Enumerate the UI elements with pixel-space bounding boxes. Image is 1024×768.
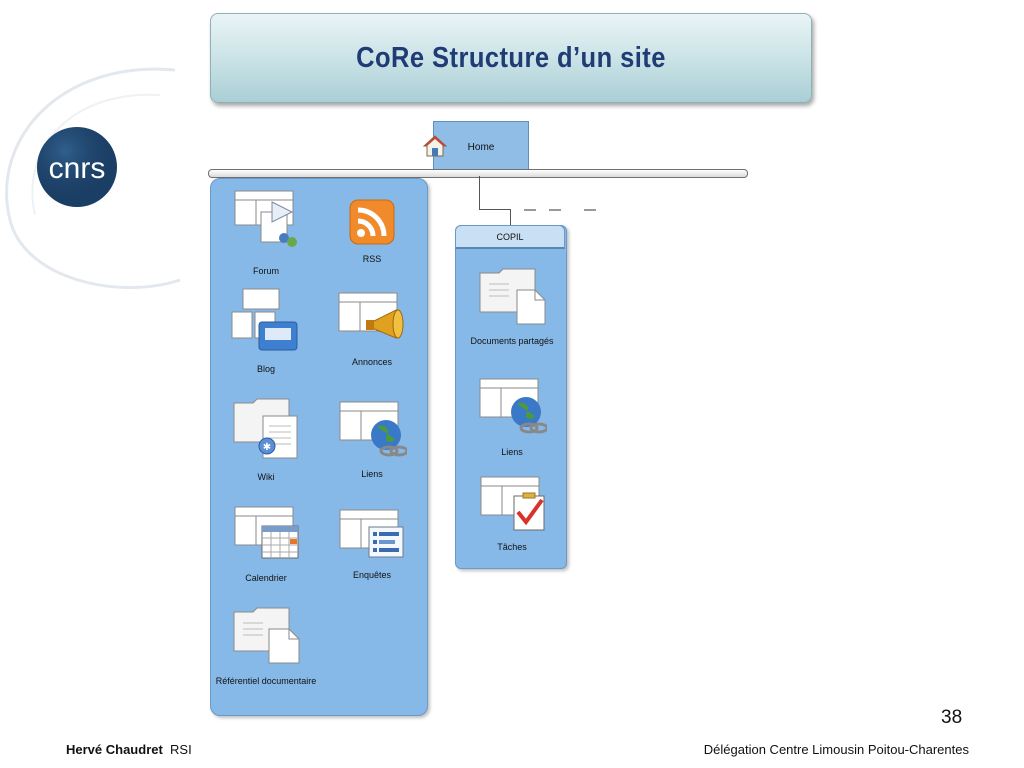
rss-label: RSS: [362, 254, 382, 264]
calendar-label: Calendrier: [245, 573, 287, 583]
rss-icon: [349, 199, 395, 245]
copil-header[interactable]: COPIL: [455, 225, 565, 249]
forum-label: Forum: [252, 266, 279, 276]
connector-line: [510, 209, 511, 225]
home-node[interactable]: Home: [433, 121, 529, 171]
footer-author: Hervé Chaudret RSI: [66, 742, 192, 757]
cnrs-logo: cnrs: [37, 127, 117, 207]
author-role: RSI: [170, 742, 192, 757]
connector-line: [479, 176, 480, 210]
announcements-tile[interactable]: [338, 292, 408, 353]
blog-icon: [231, 288, 298, 351]
copil-title: COPIL: [496, 232, 524, 242]
home-icon: [423, 135, 447, 157]
forum-tile[interactable]: [234, 190, 300, 261]
announcements-label: Annonces: [351, 357, 393, 367]
wiki-tile[interactable]: ✱: [233, 398, 301, 467]
rss-tile[interactable]: [349, 199, 395, 250]
decorative-swoosh: [5, 67, 181, 289]
author-name: Hervé Chaudret: [66, 742, 163, 757]
calendar-icon: [234, 506, 299, 559]
tasks-label: Tâches: [497, 542, 527, 552]
shared-documents-icon: [479, 268, 546, 325]
document-library-icon: [233, 607, 300, 664]
copil-links-tile[interactable]: [479, 378, 549, 441]
footer-organization: Délégation Centre Limousin Poitou-Charen…: [703, 742, 969, 757]
survey-tile[interactable]: [339, 509, 407, 564]
shared-documents-tile[interactable]: [479, 268, 549, 333]
forum-icon: [234, 190, 297, 247]
links-tile[interactable]: [339, 401, 409, 464]
blog-tile[interactable]: [231, 288, 301, 361]
calendar-tile[interactable]: [234, 506, 302, 565]
svg-text:✱: ✱: [263, 442, 271, 453]
connector-dash: [584, 209, 596, 211]
survey-label: Enquêtes: [352, 570, 392, 580]
links-label: Liens: [361, 469, 383, 479]
connector-bar: [208, 169, 748, 178]
document-library-label: Référentiel documentaire: [215, 676, 317, 686]
logo-text: cnrs: [49, 152, 106, 185]
connector-dash: [524, 209, 536, 211]
shared-documents-label: Documents partagés: [470, 336, 554, 346]
home-label: Home: [467, 142, 495, 153]
page-title: CoRe Structure d’un site: [356, 41, 666, 74]
connector-line: [479, 209, 511, 210]
title-banner: CoRe Structure d’un site: [210, 13, 812, 103]
announcements-icon: [338, 292, 404, 339]
links-icon: [479, 378, 549, 434]
tasks-tile[interactable]: [480, 476, 548, 539]
copil-links-label: Liens: [501, 447, 523, 457]
tasks-icon: [480, 476, 545, 531]
wiki-icon: ✱: [233, 398, 298, 459]
wiki-label: Wiki: [257, 472, 275, 482]
blog-label: Blog: [256, 364, 275, 374]
connector-dash: [549, 209, 561, 211]
document-library-tile[interactable]: [233, 607, 303, 672]
links-icon: [339, 401, 409, 457]
page-number: 38: [941, 707, 963, 728]
survey-icon: [339, 509, 404, 558]
